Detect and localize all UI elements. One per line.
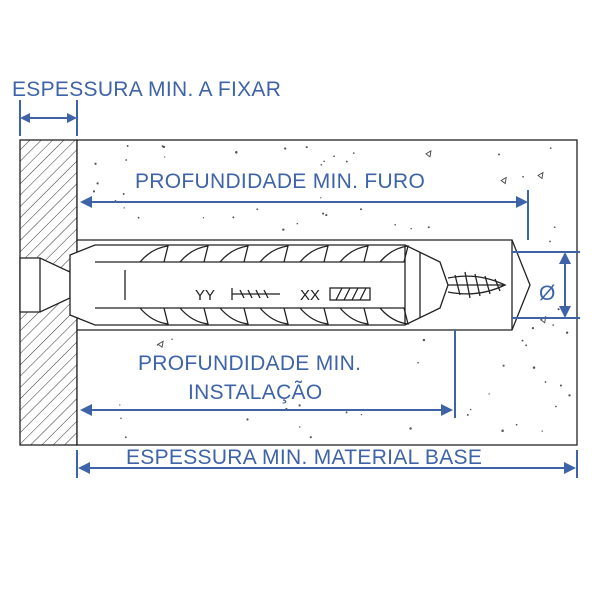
- label-min-install-depth-line1: PROFUNDIDADE MIN.: [138, 352, 361, 375]
- dim-base-thickness: [76, 450, 578, 478]
- dim-install-depth: [80, 330, 456, 418]
- anchor-teeth-bottom: [139, 307, 409, 325]
- anchor-teeth-top: [139, 245, 409, 263]
- label-min-install-depth-line2: INSTALAÇÃO: [188, 380, 322, 404]
- label-min-fix-thickness: ESPESSURA MIN. A FIXAR: [12, 78, 281, 101]
- label-min-base-thickness: ESPESSURA MIN. MATERIAL BASE: [126, 446, 482, 469]
- concrete-speckles: [92, 145, 571, 439]
- hatched-mark-icon: [329, 287, 371, 301]
- screw-tip: [447, 271, 507, 299]
- dim-hole-depth: [80, 190, 529, 240]
- anchor-mark-left: YY: [195, 287, 215, 304]
- dim-fixture-thickness: [19, 100, 78, 136]
- anchor-body: [69, 244, 449, 326]
- anchor-mark-right: XX: [300, 287, 320, 304]
- label-diameter: Ø: [539, 282, 556, 305]
- drilled-hole: [77, 239, 531, 331]
- dim-diameter: [512, 251, 580, 319]
- label-min-hole-depth: PROFUNDIDADE MIN. FURO: [135, 170, 425, 193]
- screw-icon: [231, 288, 280, 300]
